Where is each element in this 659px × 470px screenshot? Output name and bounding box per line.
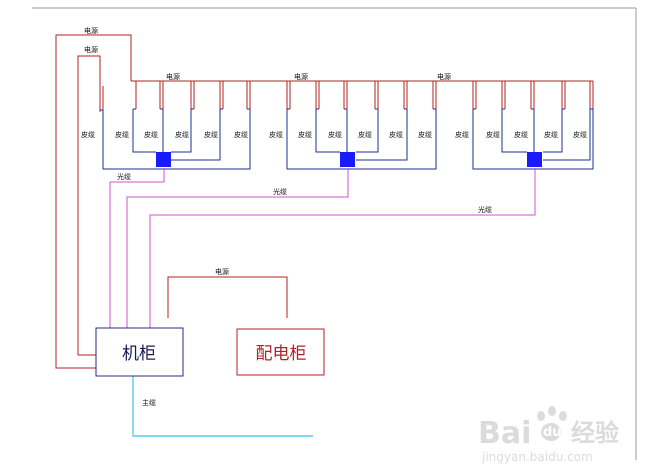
paw-icon bbox=[537, 406, 567, 441]
watermark-brand-cn: 经验 bbox=[571, 419, 619, 447]
watermark-brand-left: Bai bbox=[478, 416, 531, 451]
group-3-copper-labels: 皮缆 皮缆 皮缆 皮缆 皮缆 bbox=[455, 130, 587, 139]
power-label-bus-3: 电源 bbox=[437, 72, 451, 81]
copper-label: 皮缆 bbox=[544, 130, 558, 139]
cabinet-box bbox=[95, 327, 184, 377]
watermark: Bai du 经验 jingyan.baidu.com bbox=[478, 406, 619, 464]
copper-label: 皮缆 bbox=[328, 130, 342, 139]
group-3-drops bbox=[472, 81, 594, 170]
power-label-top: 电源 bbox=[84, 26, 98, 35]
copper-label: 皮缆 bbox=[358, 130, 372, 139]
power-lines bbox=[55, 34, 593, 369]
switch-1 bbox=[156, 152, 171, 167]
group-2-copper-labels: 皮缆 皮缆 皮缆 皮缆 皮缆 皮缆 bbox=[269, 130, 432, 139]
copper-label: 皮缆 bbox=[144, 130, 158, 139]
copper-label: 皮缆 bbox=[234, 130, 248, 139]
fiber-label-1: 光缆 bbox=[117, 172, 131, 181]
power-label-panel: 电源 bbox=[215, 267, 229, 276]
trunk-line bbox=[132, 376, 313, 437]
copper-label: 皮缆 bbox=[389, 130, 403, 139]
fiber-label-2: 光缆 bbox=[273, 187, 287, 196]
group-1-copper-labels: 皮缆 皮缆 皮缆 皮缆 皮缆 皮缆 bbox=[81, 130, 248, 139]
group-1-drops bbox=[99, 81, 251, 170]
cabinet-label: 机柜 bbox=[122, 344, 156, 364]
copper-label: 皮缆 bbox=[175, 130, 189, 139]
copper-label: 皮缆 bbox=[115, 130, 129, 139]
copper-label: 皮缆 bbox=[298, 130, 312, 139]
distribution-panel-box bbox=[236, 328, 325, 376]
copper-label: 皮缆 bbox=[486, 130, 500, 139]
copper-label: 皮缆 bbox=[269, 130, 283, 139]
switch-2 bbox=[340, 152, 355, 167]
group-2-drops bbox=[286, 81, 437, 170]
power-label-inner: 电源 bbox=[84, 45, 98, 54]
switch-3 bbox=[527, 152, 542, 167]
copper-label: 皮缆 bbox=[514, 130, 528, 139]
power-label-bus-2: 电源 bbox=[294, 72, 308, 81]
copper-label: 皮缆 bbox=[573, 130, 587, 139]
copper-label: 皮缆 bbox=[455, 130, 469, 139]
watermark-url: jingyan.baidu.com bbox=[481, 450, 593, 464]
distribution-panel-label: 配电柜 bbox=[256, 344, 307, 364]
power-label-bus-1: 电源 bbox=[166, 72, 180, 81]
copper-label: 皮缆 bbox=[418, 130, 432, 139]
fiber-label-3: 光缆 bbox=[478, 205, 492, 214]
trunk-label: 主缆 bbox=[142, 398, 156, 407]
watermark-brand-right: du bbox=[543, 425, 562, 440]
copper-label: 皮缆 bbox=[204, 130, 218, 139]
copper-label: 皮缆 bbox=[81, 130, 95, 139]
fiber-lines bbox=[109, 168, 536, 328]
